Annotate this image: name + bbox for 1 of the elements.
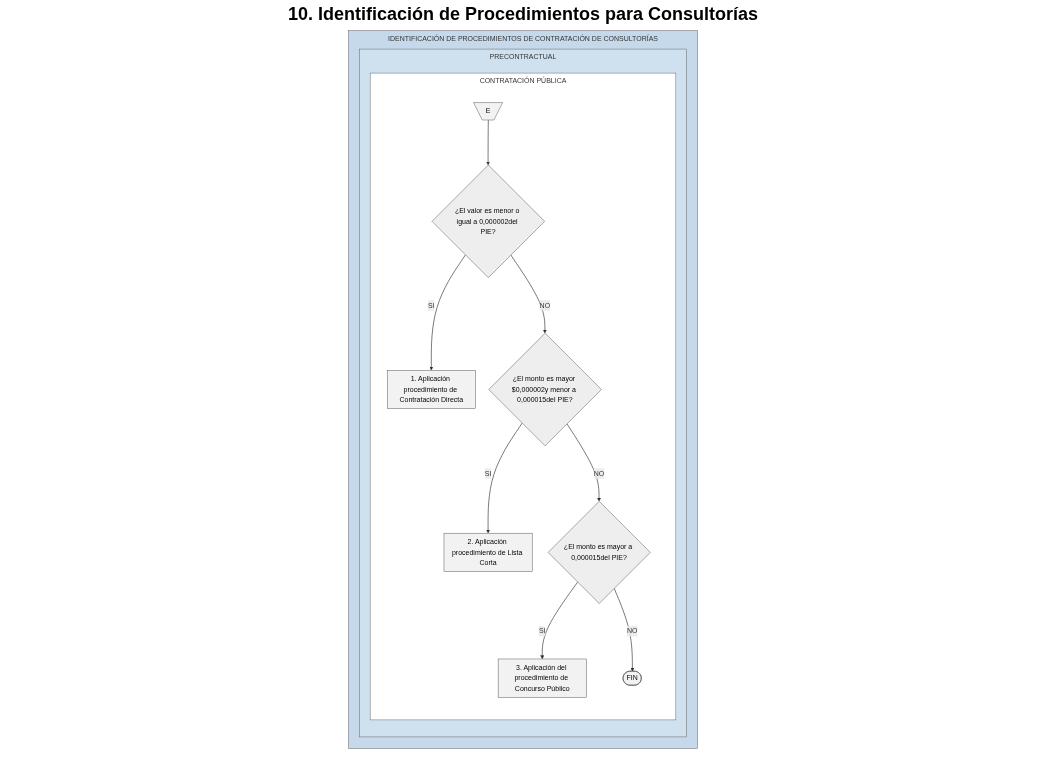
diagram-title: 10. Identificación de Procedimientos para Consultorías (286, 4, 760, 25)
